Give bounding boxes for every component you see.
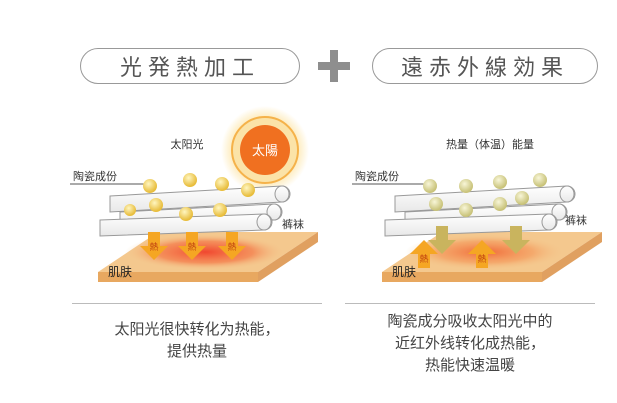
heat-label-left-2: 熱 bbox=[187, 241, 196, 253]
ceramic-label-left: 陶瓷成份 bbox=[73, 169, 117, 183]
divider-left bbox=[72, 303, 322, 304]
heat-label-left-1: 熱 bbox=[149, 241, 158, 253]
title-pill-far-infrared: 遠赤外線効果 bbox=[372, 48, 598, 84]
title-far-infrared: 遠赤外線効果 bbox=[400, 56, 569, 81]
caption-left: 太阳光很快转化为热能， 提供热量 bbox=[72, 318, 322, 362]
fabric-label-left: 裤袜 bbox=[282, 217, 304, 231]
divider-right bbox=[345, 303, 595, 304]
caption-left-line1: 太阳光很快转化为热能， bbox=[114, 320, 280, 338]
heat-arrows-down-left bbox=[140, 232, 246, 260]
caption-right-line3: 热能快速温暖 bbox=[424, 356, 515, 374]
heat-arrows-up-right bbox=[410, 240, 496, 268]
title-pill-light-heat: 光発熱加工 bbox=[80, 48, 300, 84]
energy-arrows-down-right bbox=[428, 226, 530, 254]
ceramic-particles-right bbox=[423, 173, 547, 217]
heat-label-right-1: 熱 bbox=[419, 253, 428, 265]
caption-right: 陶瓷成分吸收太阳光中的 近红外线转化成热能， 热能快速温暖 bbox=[345, 310, 595, 376]
caption-right-line1: 陶瓷成分吸收太阳光中的 bbox=[387, 312, 553, 330]
ceramic-label-right: 陶瓷成份 bbox=[355, 169, 399, 183]
sun-inner-label: 太陽 bbox=[252, 144, 278, 159]
heat-label-left-3: 熱 bbox=[227, 241, 236, 253]
sun-icon bbox=[221, 106, 309, 194]
fabric-label-right: 裤袜 bbox=[565, 213, 587, 227]
skin-label-right: 肌肤 bbox=[392, 264, 416, 279]
ceramic-particles-left bbox=[124, 173, 255, 221]
title-light-heat: 光発熱加工 bbox=[119, 56, 260, 81]
caption-left-line2: 提供热量 bbox=[166, 342, 227, 360]
plus-icon bbox=[318, 50, 350, 82]
fabric-fibers-right bbox=[384, 185, 576, 237]
heat-label-right-2: 熱 bbox=[477, 253, 486, 265]
sunlight-label: 太阳光 bbox=[171, 137, 204, 151]
caption-right-line2: 近红外线转化成热能， bbox=[394, 334, 545, 352]
skin-label-left: 肌肤 bbox=[108, 264, 132, 279]
energy-label: 热量（体温）能量 bbox=[446, 137, 534, 151]
